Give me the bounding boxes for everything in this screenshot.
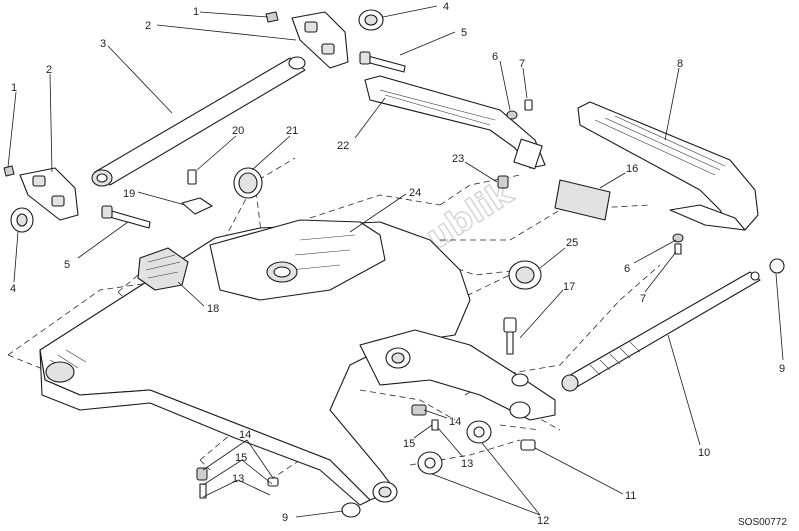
callout-6-right: 6 bbox=[624, 263, 630, 275]
rear-axle bbox=[561, 271, 761, 392]
callout-16: 16 bbox=[626, 163, 638, 175]
callout-15-left: 15 bbox=[235, 452, 247, 464]
callout-14-center: 14 bbox=[449, 416, 461, 428]
callout-9-right: 9 bbox=[779, 363, 785, 375]
callout-21: 21 bbox=[286, 125, 298, 137]
callout-23: 23 bbox=[452, 153, 464, 165]
callout-1-left: 1 bbox=[11, 82, 17, 94]
callout-1-top: 1 bbox=[193, 6, 199, 18]
callout-11: 11 bbox=[625, 490, 636, 502]
small-parts bbox=[137, 99, 785, 518]
callout-12: 12 bbox=[537, 515, 549, 527]
callout-10: 10 bbox=[698, 447, 710, 459]
callout-13-center: 13 bbox=[461, 458, 473, 470]
callout-20: 20 bbox=[232, 125, 244, 137]
callout-3: 3 bbox=[100, 38, 106, 50]
callout-17: 17 bbox=[563, 281, 575, 293]
callout-labels: 1 2 4 5 3 6 7 8 1 2 22 20 21 23 16 19 24… bbox=[10, 1, 785, 527]
callout-5-top: 5 bbox=[461, 27, 467, 39]
callout-6-top: 6 bbox=[492, 51, 498, 63]
swingarm bbox=[39, 219, 556, 506]
diagram-code: SOS00772 bbox=[738, 517, 787, 528]
callout-18: 18 bbox=[207, 303, 219, 315]
callout-7-right: 7 bbox=[640, 293, 646, 305]
chain-adjuster-left bbox=[3, 165, 151, 233]
callout-19: 19 bbox=[123, 188, 135, 200]
callout-2-left: 2 bbox=[46, 64, 52, 76]
leader-lines bbox=[7, 5, 784, 518]
callout-24: 24 bbox=[409, 187, 421, 199]
chain-adjuster-top bbox=[265, 9, 406, 73]
pivot-tube bbox=[91, 56, 306, 187]
callout-25: 25 bbox=[566, 237, 578, 249]
callout-4-top: 4 bbox=[443, 1, 449, 13]
callout-4-left: 4 bbox=[10, 283, 16, 295]
chain-slider bbox=[577, 101, 759, 231]
callout-13-left: 13 bbox=[232, 473, 244, 485]
swingarm-end-socket bbox=[45, 361, 75, 383]
callout-14-left: 14 bbox=[239, 429, 251, 441]
callout-8: 8 bbox=[677, 58, 683, 70]
chain-guard bbox=[364, 75, 546, 170]
callout-7-top: 7 bbox=[519, 58, 525, 70]
callout-9-bottom: 9 bbox=[282, 512, 288, 524]
callout-22: 22 bbox=[337, 140, 349, 152]
callout-5-left: 5 bbox=[64, 259, 70, 271]
callout-15-center: 15 bbox=[403, 438, 415, 450]
callout-2-top: 2 bbox=[145, 20, 151, 32]
